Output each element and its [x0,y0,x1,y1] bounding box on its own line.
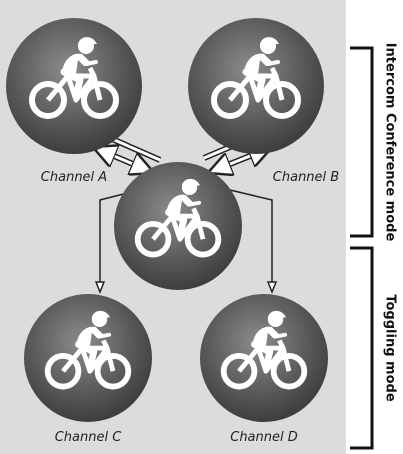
channel-a-label: Channel A [40,170,108,185]
toggling-bracket [350,246,374,450]
channel-d-disc [200,294,328,422]
channel-b-label: Channel B [272,170,340,185]
channel-c-label: Channel C [54,430,122,445]
channel-c-disc [24,294,152,422]
channel-a-disc [6,18,142,154]
channel-b-disc [188,18,324,154]
channel-d-label: Channel D [230,430,298,445]
intercom-conference-mode-label: Intercom Conference mode [382,42,398,242]
conference-bracket [350,46,374,238]
center-rider-disc [114,162,242,290]
toggling-mode-label: Toggling mode [382,294,398,402]
